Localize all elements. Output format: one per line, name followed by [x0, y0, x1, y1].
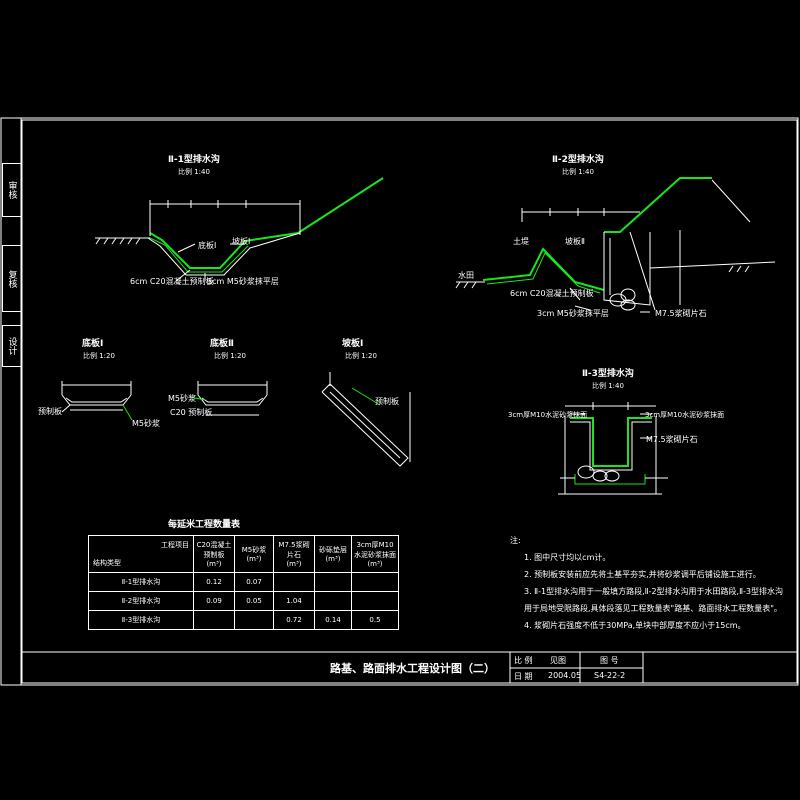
ditch1-drawing [95, 177, 384, 282]
ditch2-scale: 比例 1:40 [562, 168, 594, 176]
table-header-row: 工程项目 结构类型 C20混凝土预制板(m³) M5砂浆(m³) M7.5浆砌片… [88, 535, 399, 573]
table-header-cell: 3cm厚M10水泥砂浆抹面(m³) [351, 535, 399, 573]
table-row: Ⅱ-2型排水沟 0.09 0.05 1.04 [88, 591, 399, 611]
ditch3-title: Ⅱ-3型排水沟 [582, 369, 634, 379]
note-item: 1. 图中尺寸均以cm计。 [524, 553, 611, 562]
ditch1-scale: 比例 1:40 [178, 168, 210, 176]
ditch2-label-paddy: 水田 [458, 271, 474, 280]
ditch1-title: Ⅱ-1型排水沟 [168, 155, 220, 165]
ditch1-label-slope-plate: 坡板Ⅰ [232, 237, 251, 246]
scale-value: 见图 [550, 656, 566, 665]
date-value: 2004.05 [548, 671, 582, 680]
slope1-label-precast: 预制板 [375, 397, 399, 406]
quantity-table-title: 每延米工程数量表 [168, 520, 241, 530]
ditch3-label-plaster-right: 3cm厚M10水泥砂浆抹面 [645, 411, 725, 419]
note-item: 用于局地受限路段,具体段落见工程数量表"路基、路面排水工程数量表"。 [524, 604, 782, 613]
plate2-label-mortar: M5砂浆 [168, 394, 196, 403]
inner-frame [21, 119, 798, 684]
ditch2-label-rubble: M7.5浆砌片石 [655, 309, 707, 318]
slope1-drawing [321, 372, 411, 467]
date-label: 日 期 [514, 672, 533, 681]
drawing-no-value: S4-22-2 [594, 671, 626, 680]
scale-label: 比 例 [514, 656, 533, 665]
plate2-scale: 比例 1:20 [214, 352, 246, 360]
plate2-label-precast: C20 预制板 [170, 408, 213, 417]
plate1-title: 底板Ⅰ [82, 339, 104, 349]
ditch1-label-bottom-plate: 底板Ⅰ [198, 241, 217, 250]
ditch3-label-rubble: M7.5浆砌片石 [646, 435, 698, 444]
plate1-label-precast: 预制板 [38, 407, 62, 416]
plate2-title: 底板Ⅱ [210, 339, 234, 349]
quantity-table: 工程项目 结构类型 C20混凝土预制板(m³) M5砂浆(m³) M7.5浆砌片… [88, 535, 399, 630]
outer-frame [0, 117, 799, 686]
table-row: Ⅱ-3型排水沟 0.72 0.14 0.5 [88, 610, 399, 630]
table-header-cell: C20混凝土预制板(m³) [193, 535, 235, 573]
ditch2-label-precast: 6cm C20混凝土预制板 [510, 289, 594, 298]
notes: 注: 1. 图中尺寸均以cm计。 2. 预制板安装前应先将土基平夯实,并将砂浆调… [510, 532, 783, 634]
slope1-scale: 比例 1:20 [345, 352, 377, 360]
note-item: 2. 预制板安装前应先将土基平夯实,并将砂浆调平后铺设施工进行。 [524, 570, 761, 579]
table-header-cell: 砂砾垫层(m³) [314, 535, 352, 573]
table-header-cell: M5砂浆(m³) [234, 535, 274, 573]
ditch2-title: Ⅱ-2型排水沟 [552, 155, 604, 165]
drawing-no-label: 图 号 [600, 656, 619, 665]
plate1-scale: 比例 1:20 [83, 352, 115, 360]
ditch2-label-mortar: 3cm M5砂浆抹平层 [537, 309, 609, 318]
ditch3-scale: 比例 1:40 [592, 382, 624, 390]
table-header-cell: M7.5浆砌片石(m³) [273, 535, 315, 573]
notes-heading: 注: [510, 536, 521, 545]
table-corner-cell: 工程项目 结构类型 [88, 535, 194, 573]
drawing-title: 路基、路面排水工程设计图（二） [330, 662, 495, 675]
ditch3-label-plaster-left: 3cm厚M10水泥砂浆抹面 [508, 411, 588, 419]
ditch1-label-mortar: 3cm M5砂浆抹平层 [207, 277, 279, 286]
ditch3-drawing [558, 402, 668, 495]
plate1-drawing [61, 381, 133, 421]
ditch2-label-slope-plate: 坡板Ⅱ [565, 237, 585, 246]
slope1-title: 坡板Ⅰ [342, 339, 364, 349]
table-row: Ⅱ-1型排水沟 0.12 0.07 [88, 572, 399, 592]
title-block-lines [22, 651, 797, 683]
note-item: 4. 浆砌片石强度不低于30MPa,单块中部厚度不应小于15cm。 [524, 621, 746, 630]
ditch2-drawing [455, 177, 776, 313]
note-item: 3. Ⅱ-1型排水沟用于一般填方路段,Ⅱ-2型排水沟用于水田路段,Ⅱ-3型排水沟 [524, 587, 784, 596]
ditch2-label-embankment: 土堤 [513, 237, 529, 246]
plate1-label-mortar: M5砂浆 [132, 419, 160, 428]
plate2-drawing [189, 381, 268, 416]
ditch1-label-precast: 6cm C20混凝土预制板 [130, 277, 214, 286]
